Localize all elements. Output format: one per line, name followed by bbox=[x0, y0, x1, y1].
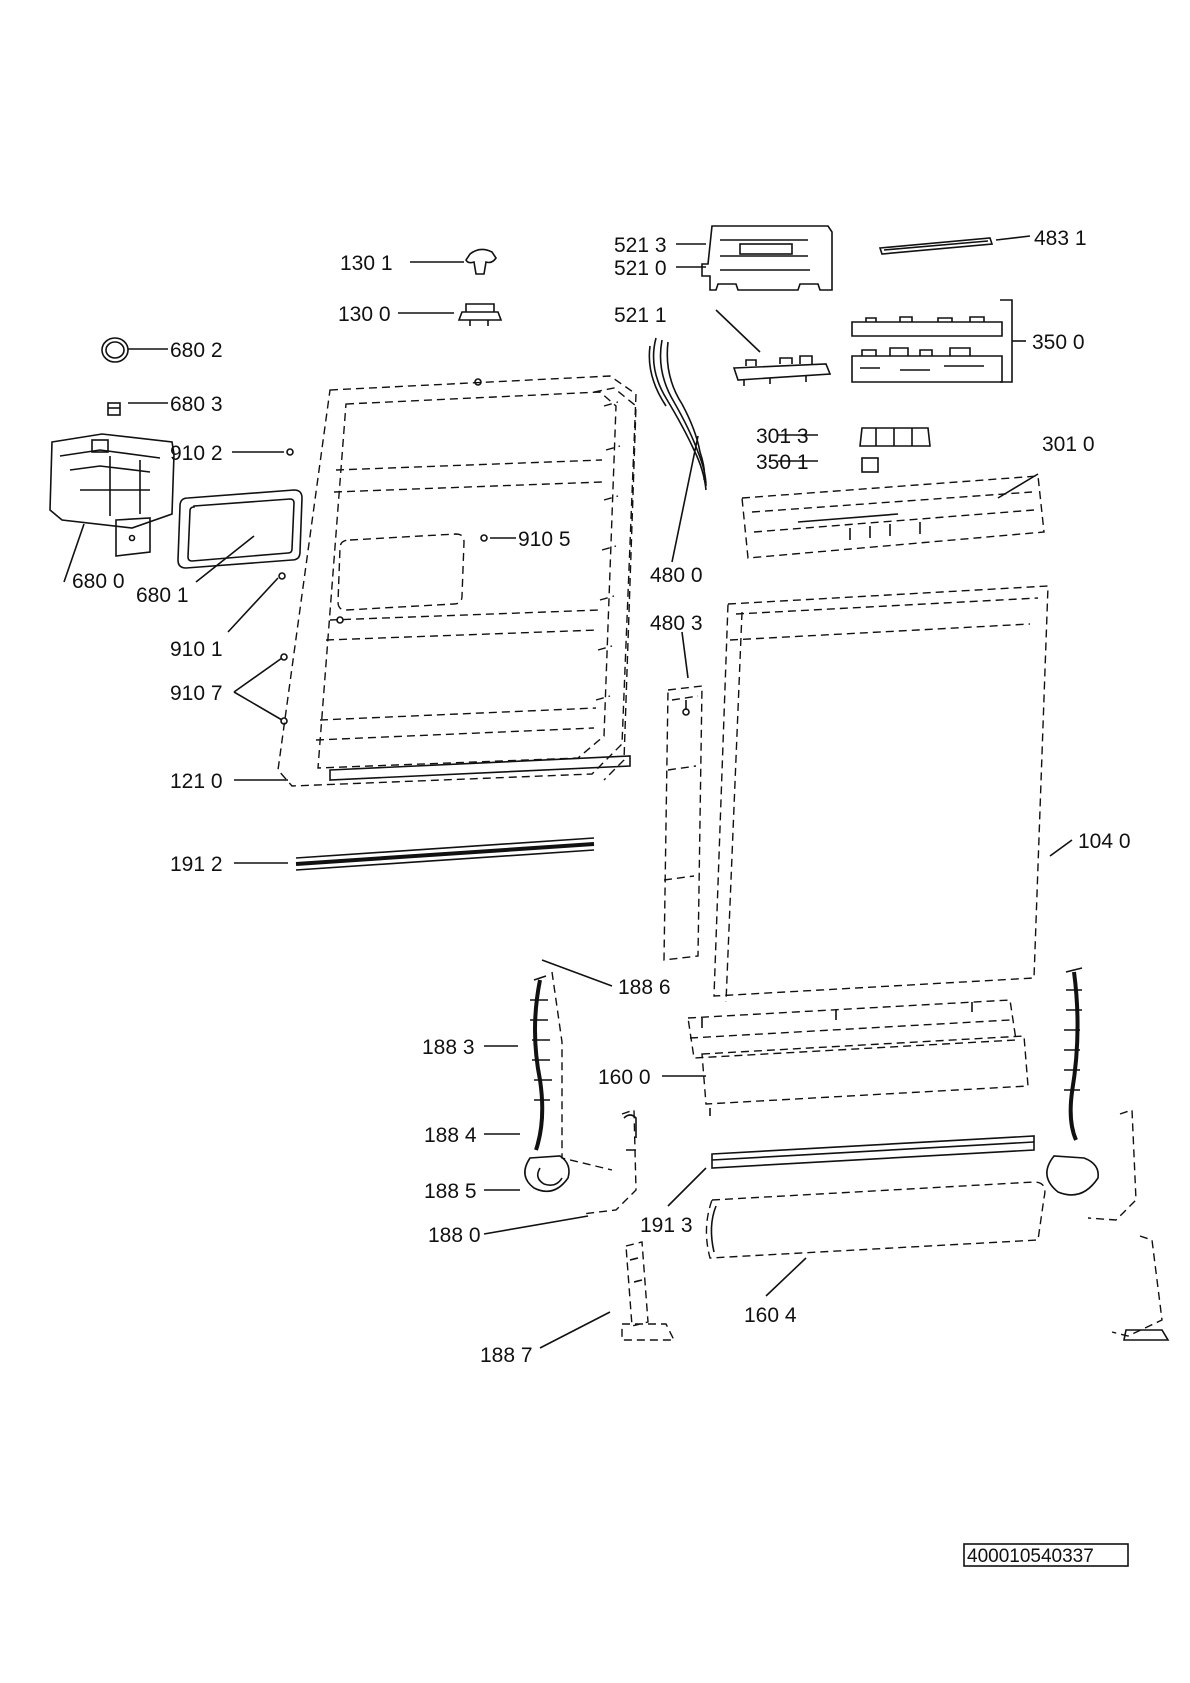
label-480-3: 480 3 bbox=[650, 612, 703, 635]
label-521-1: 521 1 bbox=[614, 304, 667, 327]
part-301-0-drawing bbox=[741, 475, 1045, 559]
label-680-0: 680 0 bbox=[72, 570, 125, 593]
part-480-0-drawing bbox=[648, 337, 707, 491]
screw-910-7-b bbox=[280, 717, 288, 725]
label-910-7: 910 7 bbox=[170, 682, 223, 705]
part-521-control-housing-drawing bbox=[701, 225, 833, 291]
part-104-0-drawing bbox=[713, 585, 1049, 1003]
part-350-1-drawing bbox=[861, 457, 879, 473]
label-521-0: 521 0 bbox=[614, 257, 667, 280]
leader-480-0 bbox=[671, 435, 699, 563]
label-188-7: 188 7 bbox=[480, 1344, 533, 1367]
label-301-3: 301 3 bbox=[756, 425, 809, 448]
part-350-0-drawing bbox=[851, 299, 1013, 383]
screw-910-1 bbox=[278, 572, 286, 580]
label-188-4: 188 4 bbox=[424, 1124, 477, 1147]
part-301-3-drawing bbox=[859, 427, 931, 447]
label-680-1: 680 1 bbox=[136, 584, 189, 607]
label-188-5: 188 5 bbox=[424, 1180, 477, 1203]
label-160-4: 160 4 bbox=[744, 1304, 797, 1327]
part-680-2-drawing bbox=[101, 337, 129, 363]
label-160-0: 160 0 bbox=[598, 1066, 651, 1089]
label-910-5: 910 5 bbox=[518, 528, 571, 551]
part-483-1-drawing bbox=[878, 237, 994, 255]
part-480-3-drawing bbox=[663, 685, 703, 961]
part-130-0-drawing bbox=[457, 303, 503, 326]
part-188-left-hinge-drawing bbox=[524, 971, 676, 1341]
label-188-3: 188 3 bbox=[422, 1036, 475, 1059]
label-680-2: 680 2 bbox=[170, 339, 223, 362]
label-130-1: 130 1 bbox=[340, 252, 393, 275]
part-121-0-drawing bbox=[277, 375, 637, 787]
part-160-4-drawing bbox=[705, 1181, 1046, 1259]
part-680-3-drawing bbox=[107, 402, 121, 416]
part-521-1-drawing bbox=[732, 355, 832, 386]
label-680-3: 680 3 bbox=[170, 393, 223, 416]
leader-lines bbox=[63, 235, 1073, 1349]
part-160-0-drawing bbox=[687, 999, 1029, 1116]
screw-910-7-a bbox=[280, 653, 288, 661]
label-480-0: 480 0 bbox=[650, 564, 703, 587]
part-680-0-drawing bbox=[49, 433, 175, 557]
part-188-right-hinge-drawing bbox=[1046, 967, 1170, 1341]
label-910-1: 910 1 bbox=[170, 638, 223, 661]
label-301-0: 301 0 bbox=[1042, 433, 1095, 456]
label-104-0: 104 0 bbox=[1078, 830, 1131, 853]
document-id-box: 400010540337 bbox=[963, 1543, 1129, 1567]
label-521-3: 521 3 bbox=[614, 234, 667, 257]
screw-910-5 bbox=[480, 534, 488, 542]
part-680-1-drawing bbox=[177, 489, 303, 569]
part-130-1-drawing bbox=[465, 248, 497, 275]
label-130-0: 130 0 bbox=[338, 303, 391, 326]
label-191-2: 191 2 bbox=[170, 853, 223, 876]
label-191-3: 191 3 bbox=[640, 1214, 693, 1237]
label-350-0: 350 0 bbox=[1032, 331, 1085, 354]
label-350-1: 350 1 bbox=[756, 451, 809, 474]
screw-910-2 bbox=[286, 448, 294, 456]
part-labels: 130 1 130 0 521 3 521 0 521 1 483 1 350 … bbox=[72, 227, 1131, 1367]
part-191-2-drawing bbox=[295, 837, 595, 871]
label-188-0: 188 0 bbox=[428, 1224, 481, 1247]
label-188-6: 188 6 bbox=[618, 976, 671, 999]
label-121-0: 121 0 bbox=[170, 770, 223, 793]
label-483-1: 483 1 bbox=[1034, 227, 1087, 250]
label-910-2: 910 2 bbox=[170, 442, 223, 465]
document-id: 400010540337 bbox=[967, 1546, 1094, 1567]
part-191-3-drawing bbox=[711, 1135, 1035, 1169]
